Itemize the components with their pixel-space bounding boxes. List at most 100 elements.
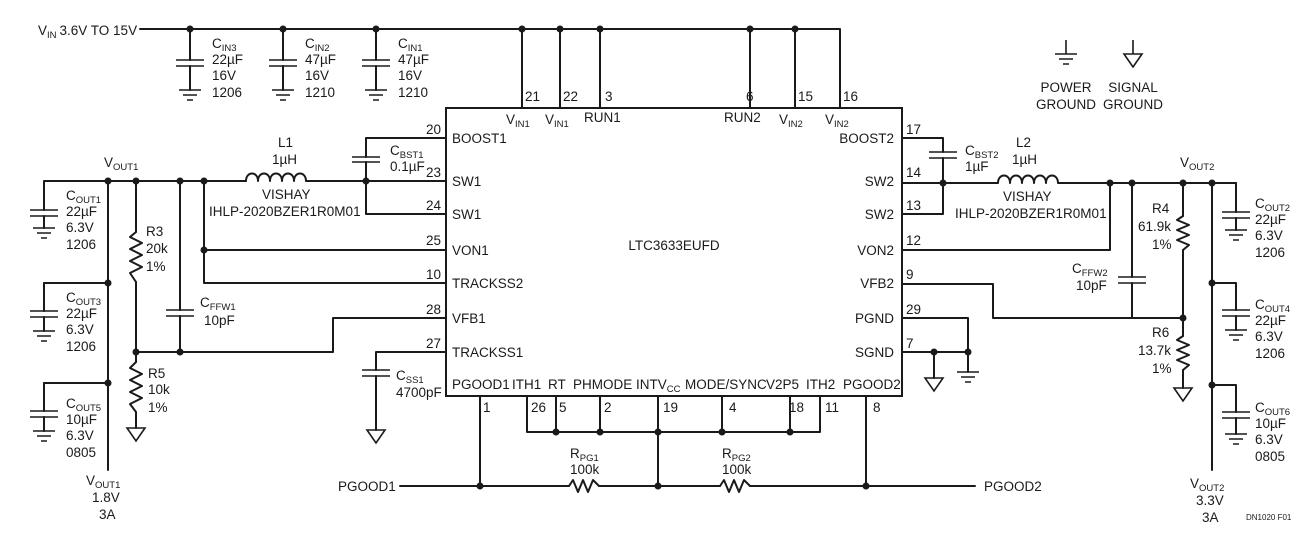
l1-name: L1 (278, 135, 293, 150)
l1-part: IHLP-2020BZER1R0M01 (209, 204, 361, 219)
signal-ground-label-1: SIGNAL (1108, 80, 1158, 95)
svg-text:1%: 1% (1152, 237, 1172, 252)
svg-text:0805: 0805 (1255, 449, 1285, 464)
ic-top-pins: 21 22 3 6 15 16 (525, 89, 858, 104)
pin-run2-label: RUN2 (724, 110, 761, 125)
svg-text:6.3V: 6.3V (66, 220, 94, 235)
svg-text:16V: 16V (305, 68, 329, 83)
r5-label: R5 10k 1% (148, 366, 170, 415)
l1-value: 1µH (272, 152, 297, 167)
svg-text:20k: 20k (146, 241, 168, 256)
svg-text:8: 8 (873, 400, 881, 415)
svg-text:6.3V: 6.3V (66, 322, 94, 337)
ic-right-pins: BOOST2 SW2 SW2 VON2 VFB2 PGND SGND (839, 131, 894, 360)
ic-part-number: LTC3633EUFD (628, 238, 720, 253)
pgood2-net-label: PGOOD2 (984, 479, 1042, 494)
svg-text:12: 12 (906, 233, 921, 248)
svg-text:19: 19 (663, 400, 678, 415)
ic-left-pin-numbers: 20 23 24 25 10 28 27 (426, 122, 442, 351)
svg-text:22µF: 22µF (1255, 313, 1286, 328)
svg-text:R3: R3 (146, 224, 163, 239)
svg-text:6.3V: 6.3V (1255, 228, 1283, 243)
svg-text:9: 9 (906, 267, 914, 282)
svg-text:29: 29 (906, 302, 921, 317)
svg-text:25: 25 (426, 233, 441, 248)
svg-text:TRACKSS2: TRACKSS2 (452, 276, 523, 291)
svg-text:23: 23 (426, 165, 441, 180)
svg-text:SW1: SW1 (452, 207, 481, 222)
svg-text:27: 27 (426, 336, 441, 351)
svg-text:14: 14 (906, 165, 922, 180)
svg-text:10k: 10k (148, 382, 170, 397)
svg-text:24: 24 (426, 198, 442, 213)
cbst2-value: 1µF (965, 159, 989, 174)
svg-text:3: 3 (605, 89, 613, 104)
svg-text:10µF: 10µF (1255, 416, 1286, 431)
vout1-current: 3A (99, 507, 116, 522)
l2-part: IHLP-2020BZER1R0M01 (955, 206, 1107, 221)
rpg1-value: 100k (570, 462, 600, 477)
svg-text:RT: RT (548, 377, 566, 392)
cffw1-value: 10pF (204, 313, 235, 328)
vout2-voltage: 3.3V (1196, 493, 1224, 508)
svg-text:15: 15 (798, 89, 813, 104)
r6-label: R6 13.7k 1% (1138, 325, 1172, 376)
svg-text:1210: 1210 (305, 85, 335, 100)
pgood-wiring (399, 395, 976, 493)
cffw2-value: 10pF (1076, 278, 1107, 293)
channel1-wiring (30, 137, 447, 471)
svg-text:TRACKSS1: TRACKSS1 (452, 345, 523, 360)
svg-text:BOOST1: BOOST1 (452, 131, 507, 146)
svg-text:10: 10 (426, 267, 441, 282)
svg-text:PGOOD2: PGOOD2 (843, 377, 901, 392)
svg-text:1206: 1206 (1255, 346, 1285, 361)
css1-value: 4700pF (396, 385, 442, 400)
svg-text:4: 4 (729, 400, 737, 415)
svg-text:1206: 1206 (66, 237, 96, 252)
svg-text:1206: 1206 (66, 339, 96, 354)
vout1-label: VOUT1 (86, 473, 120, 491)
svg-text:61.9k: 61.9k (1138, 219, 1171, 234)
svg-text:16V: 16V (398, 68, 422, 83)
svg-text:28: 28 (426, 302, 441, 317)
figure-id: DN1020 F01 (1246, 513, 1292, 522)
svg-text:1%: 1% (1152, 361, 1172, 376)
svg-text:26: 26 (531, 400, 546, 415)
cout3-label: COUT3 22µF 6.3V 1206 (66, 290, 101, 354)
cout2-label: COUT2 22µF 6.3V 1206 (1255, 196, 1290, 260)
svg-text:1206: 1206 (212, 85, 242, 100)
svg-text:22µF: 22µF (66, 306, 97, 321)
cin1-label: CIN1 47µF 16V 1210 (398, 36, 429, 100)
signal-ground-label-2: GROUND (1103, 97, 1163, 112)
cffw2-label: CFFW2 (1072, 261, 1108, 279)
l2-name: L2 (1016, 135, 1031, 150)
vout1-voltage: 1.8V (92, 490, 120, 505)
cout6-label: COUT6 10µF 6.3V 0805 (1255, 400, 1290, 464)
vin-bus (139, 25, 841, 109)
cin3-label: CIN3 22µF 16V 1206 (212, 36, 243, 100)
power-ground-label-2: GROUND (1036, 97, 1096, 112)
ic-right-pin-numbers: 17 14 13 12 9 29 7 (906, 122, 922, 351)
svg-text:SW1: SW1 (452, 174, 481, 189)
svg-text:ITH1: ITH1 (512, 377, 541, 392)
svg-text:16: 16 (843, 89, 858, 104)
channel2-wiring (901, 137, 1250, 471)
svg-text:6.3V: 6.3V (66, 428, 94, 443)
svg-text:VFB2: VFB2 (860, 276, 894, 291)
svg-text:PGND: PGND (855, 311, 894, 326)
svg-text:0805: 0805 (66, 445, 96, 460)
pgood1-net-label: PGOOD1 (338, 479, 396, 494)
svg-text:SW2: SW2 (865, 207, 894, 222)
ic-bottom-pins: PGOOD1 ITH1 RT PHMODE MODE/SYNC V2P5 ITH… (452, 377, 901, 392)
rpg2-value: 100k (722, 462, 752, 477)
l1-vendor: VISHAY (262, 187, 311, 202)
svg-text:47µF: 47µF (305, 52, 336, 67)
svg-text:18: 18 (789, 400, 804, 415)
svg-text:13.7k: 13.7k (1138, 343, 1171, 358)
svg-text:1: 1 (483, 400, 491, 415)
svg-text:10µF: 10µF (66, 412, 97, 427)
css1-label: CSS1 (396, 368, 424, 386)
svg-text:5: 5 (559, 400, 567, 415)
